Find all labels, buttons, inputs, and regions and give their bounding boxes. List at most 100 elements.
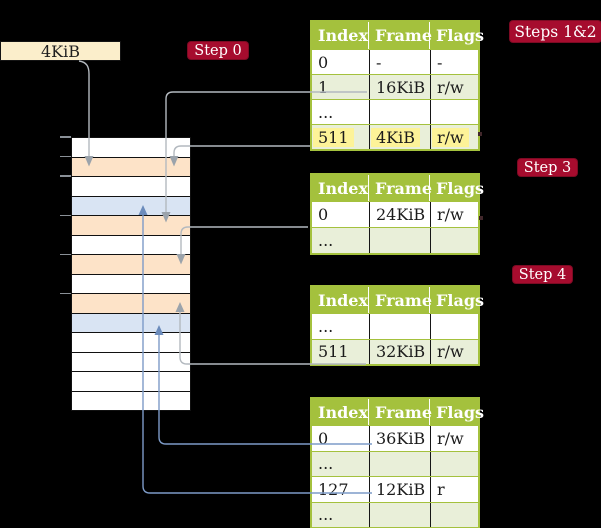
cell-frame: 16KiB (369, 75, 430, 99)
table-row: ... (312, 501, 478, 527)
table-row: 0 36KiB r/w (312, 425, 478, 451)
steps-1-2-badge: Steps 1&2 (510, 21, 601, 42)
memory-frame-row (72, 274, 190, 294)
step-0-badge: Step 0 (188, 42, 248, 59)
cell-index: 1 (318, 77, 329, 97)
arrow-table1-entry511-to-frame-4kib (173, 145, 310, 156)
memory-address-tick (60, 292, 71, 295)
cell-frame: 32KiB (369, 339, 430, 364)
cell-index: ... (318, 102, 334, 122)
memory-frame-row (72, 255, 190, 275)
table-header-row: Index Frame Flags (312, 175, 484, 201)
memory-frame-row (72, 216, 190, 236)
table-row: ... (312, 450, 478, 476)
memory-frame-row (72, 294, 190, 314)
header-cell-frame: Frame (368, 287, 432, 313)
header-cell-flags: Flags (429, 287, 484, 313)
page-table-1: Index Frame Flags 0 - - 1 16KiB r/w ... … (310, 20, 484, 151)
header-cell-frame: Frame (368, 175, 432, 201)
header-cell-frame: Frame (368, 22, 432, 49)
cell-flags: r/w (430, 125, 478, 149)
cell-index: ... (318, 231, 334, 250)
cell-index: ... (318, 505, 334, 525)
header-cell-flags: Flags (429, 399, 484, 425)
step-0-badge-label: Step 0 (194, 42, 242, 59)
step-4-badge: Step 4 (513, 266, 572, 283)
cell-flags: - (430, 50, 478, 74)
table-row-highlighted: 511 4KiB r/w (312, 124, 478, 149)
step-4-badge-label: Step 4 (518, 266, 567, 283)
cell-flags: r/w (430, 202, 478, 227)
table-row: 0 - - (312, 49, 478, 74)
memory-frame-row (72, 333, 190, 353)
memory-frame-row (72, 157, 190, 177)
header-cell-index: Index (318, 26, 369, 45)
memory-frame-row (72, 177, 190, 197)
cell-frame: 4KiB (369, 125, 430, 149)
arrow-table2-entry0-to-frame-24kib (180, 226, 308, 254)
highlighted-value: 4KiB (371, 127, 421, 147)
memory-frame-row (72, 391, 190, 410)
cell-frame (369, 314, 430, 339)
cell-frame (369, 502, 430, 527)
memory-address-tick (60, 136, 71, 138)
memory-frame-row (72, 313, 190, 333)
highlighted-value: r/w (432, 127, 469, 147)
page-table-2: Index Frame Flags 0 24KiB r/w ... (310, 173, 484, 255)
steps-1-2-badge-label: Steps 1&2 (514, 22, 597, 41)
header-cell-frame: Frame (368, 399, 432, 425)
cell-index: ... (318, 454, 334, 474)
memory-frame-row (72, 138, 190, 158)
cell-frame: 36KiB (369, 426, 430, 451)
memory-address-tick (60, 175, 71, 177)
cell-flags (430, 100, 478, 124)
step-3-badge: Step 3 (518, 159, 577, 176)
memory-address-tick (60, 214, 71, 217)
header-cell-flags: Flags (429, 22, 484, 49)
table-row: 0 24KiB r/w (312, 201, 478, 227)
cell-flags: r/w (430, 339, 478, 364)
step-3-badge-label: Step 3 (523, 159, 572, 176)
cell-index: 0 (318, 205, 329, 224)
cell-index: 0 (318, 52, 329, 72)
cell-flags (430, 451, 478, 476)
table-row: 127 12KiB r (312, 476, 478, 502)
page-table-3: Index Frame Flags ... 511 32KiB r/w (310, 285, 484, 366)
cell-index: 511 (318, 342, 349, 362)
cell-flags: r (430, 477, 478, 502)
cell-flags: r/w (430, 426, 478, 451)
memory-address-tick (60, 253, 71, 256)
cell-flags: r/w (430, 75, 478, 99)
table-row: 511 32KiB r/w (312, 338, 478, 364)
physical-memory-column (71, 137, 191, 411)
highlighted-value: 511 (313, 127, 354, 147)
cell-index: 0 (318, 428, 329, 448)
cell-flags (430, 502, 478, 527)
cell-index: 511 (312, 125, 369, 149)
cell-frame (369, 228, 430, 253)
table-row: ... (312, 99, 478, 124)
cell-index: ... (318, 316, 334, 336)
frame-size-label-text: 4KiB (40, 41, 80, 61)
memory-frame-row (72, 372, 190, 392)
header-cell-index: Index (318, 402, 369, 422)
cell-flags (430, 228, 478, 253)
table-header-row: Index Frame Flags (312, 287, 484, 313)
table-row: ... (312, 227, 478, 253)
table-header-row: Index Frame Flags (312, 399, 484, 425)
header-cell-index: Index (318, 290, 369, 310)
memory-frame-row (72, 196, 190, 216)
cell-index: 127 (318, 479, 349, 499)
cell-flags (430, 314, 478, 339)
memory-address-tick (60, 155, 71, 158)
header-cell-flags: Flags (429, 175, 484, 201)
cell-frame (369, 100, 430, 124)
table-row: 1 16KiB r/w (312, 74, 478, 99)
cell-frame: 12KiB (369, 477, 430, 502)
cell-frame: - (369, 50, 430, 74)
header-cell-index: Index (318, 178, 369, 198)
memory-frame-row (72, 352, 190, 372)
table-header-row: Index Frame Flags (312, 22, 484, 49)
frame-size-label: 4KiB (0, 41, 121, 61)
